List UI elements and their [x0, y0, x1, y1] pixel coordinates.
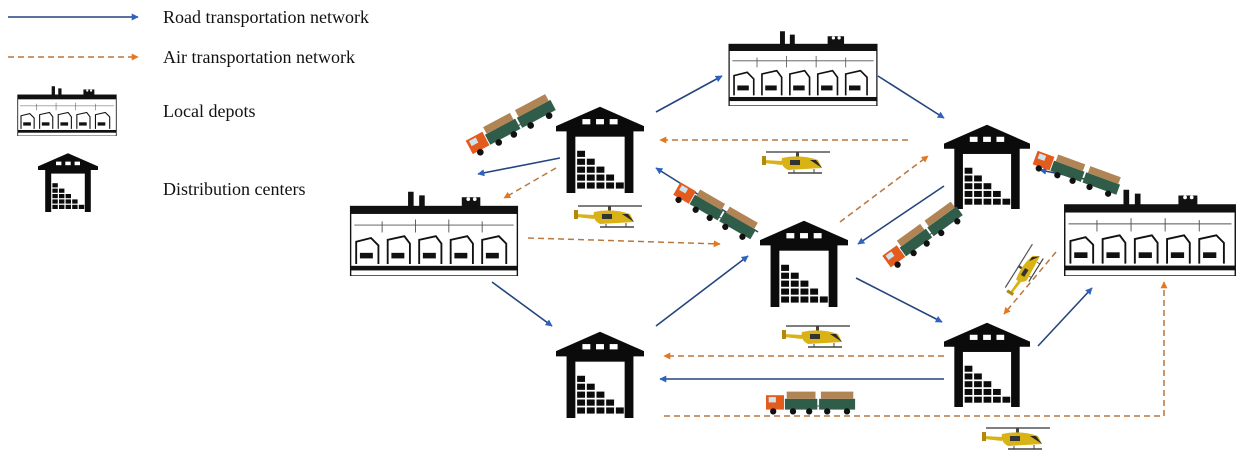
distribution-center-icon [556, 107, 644, 193]
local-depot-icon [1065, 190, 1236, 276]
local-depot-icon [18, 86, 117, 136]
helicopter-icon [782, 326, 850, 347]
local-depot-icon [351, 192, 518, 276]
legend-center-label: Distribution centers [163, 179, 305, 199]
helicopter-icon [762, 152, 830, 173]
truck-icon [1031, 147, 1123, 199]
air-arrow [504, 168, 556, 198]
truck-icon [464, 93, 558, 159]
truck-icon [766, 392, 855, 415]
road-arrow [656, 76, 722, 112]
distribution-center-icon [944, 323, 1030, 407]
local-depot-icon [729, 31, 877, 106]
truck-icon [671, 179, 760, 243]
truck-icon [880, 201, 966, 272]
distribution-center-icon [760, 221, 848, 307]
road-arrow [878, 76, 944, 118]
air-arrow [840, 156, 928, 222]
air-arrow [664, 282, 1164, 416]
helicopter-icon [982, 428, 1050, 449]
distribution-center-icon [38, 153, 98, 212]
legend-road-label: Road transportation network [163, 7, 369, 27]
road-arrow [492, 282, 552, 326]
road-arrow [856, 278, 942, 322]
road-arrow [1038, 288, 1092, 346]
helicopter-icon [574, 206, 642, 227]
legend-depot-label: Local depots [163, 101, 255, 121]
legend: Road transportation network Air transpor… [8, 7, 369, 212]
road-arrow [478, 158, 560, 174]
legend-air-label: Air transportation network [163, 47, 355, 67]
road-arrow [656, 256, 748, 326]
distribution-center-icon [556, 332, 644, 418]
air-arrow [528, 238, 720, 244]
distribution-center-icon [944, 125, 1030, 209]
road-arrow [858, 186, 944, 244]
